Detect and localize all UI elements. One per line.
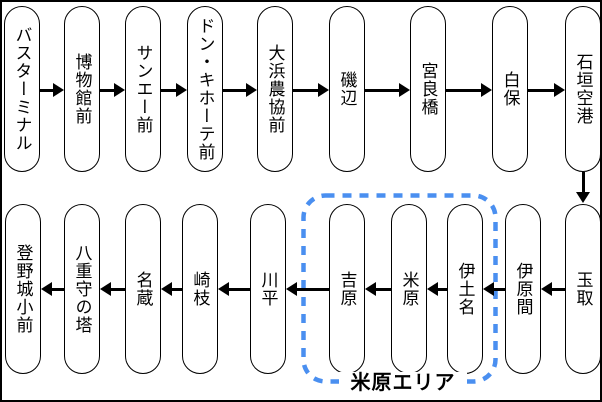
station-idona: 伊土名	[447, 204, 483, 374]
arrow-left-icon	[427, 282, 447, 296]
arrow-left-icon	[286, 282, 329, 296]
arrow-right-icon	[365, 83, 410, 97]
station-isobe: 磯辺	[329, 6, 365, 172]
station-kabira: 川平	[250, 204, 286, 374]
arrow-right-icon	[161, 83, 187, 97]
station-yonehara: 米原	[391, 204, 427, 374]
arrow-right-icon	[528, 83, 565, 97]
station-miyarabashi: 宮良橋	[410, 6, 446, 172]
station-don-quijote-mae: ドン・キホーテ前	[187, 6, 223, 172]
station-shiraho: 白保	[492, 6, 528, 172]
arrow-right-icon	[446, 83, 492, 97]
arrow-right-icon	[223, 83, 257, 97]
arrow-right-icon	[100, 83, 125, 97]
station-san-a-mae: サンエー前	[125, 6, 161, 172]
arrow-left-icon	[218, 282, 250, 296]
arrow-left-icon	[100, 282, 125, 296]
arrow-down-icon	[576, 172, 590, 203]
station-ishigaki-airport: 石垣空港	[565, 6, 600, 172]
station-hakubutsukan-mae: 博物館前	[64, 6, 100, 172]
station-sakieda: 崎枝	[182, 204, 218, 374]
station-bus-terminal: バスターミナル	[4, 6, 40, 172]
station-yaemori-no-to: 八重守の塔	[64, 204, 100, 374]
arrow-left-icon	[541, 282, 565, 296]
station-ibaruma: 伊原間	[505, 204, 541, 374]
arrow-left-icon	[365, 282, 391, 296]
arrow-right-icon	[293, 83, 329, 97]
station-tamatori: 玉取	[565, 204, 600, 374]
station-yoshihara: 吉原	[329, 204, 365, 374]
station-ohama-nokyo-mae: 大浜農協前	[257, 6, 293, 172]
arrow-left-icon	[483, 282, 505, 296]
station-tonoshiro-sho-mae: 登野城小前	[5, 204, 41, 374]
yonehara-area-label: 米原エリア	[339, 372, 467, 394]
station-nagura: 名蔵	[125, 204, 161, 374]
arrow-left-icon	[41, 282, 64, 296]
arrow-left-icon	[161, 282, 182, 296]
arrow-right-icon	[40, 83, 64, 97]
